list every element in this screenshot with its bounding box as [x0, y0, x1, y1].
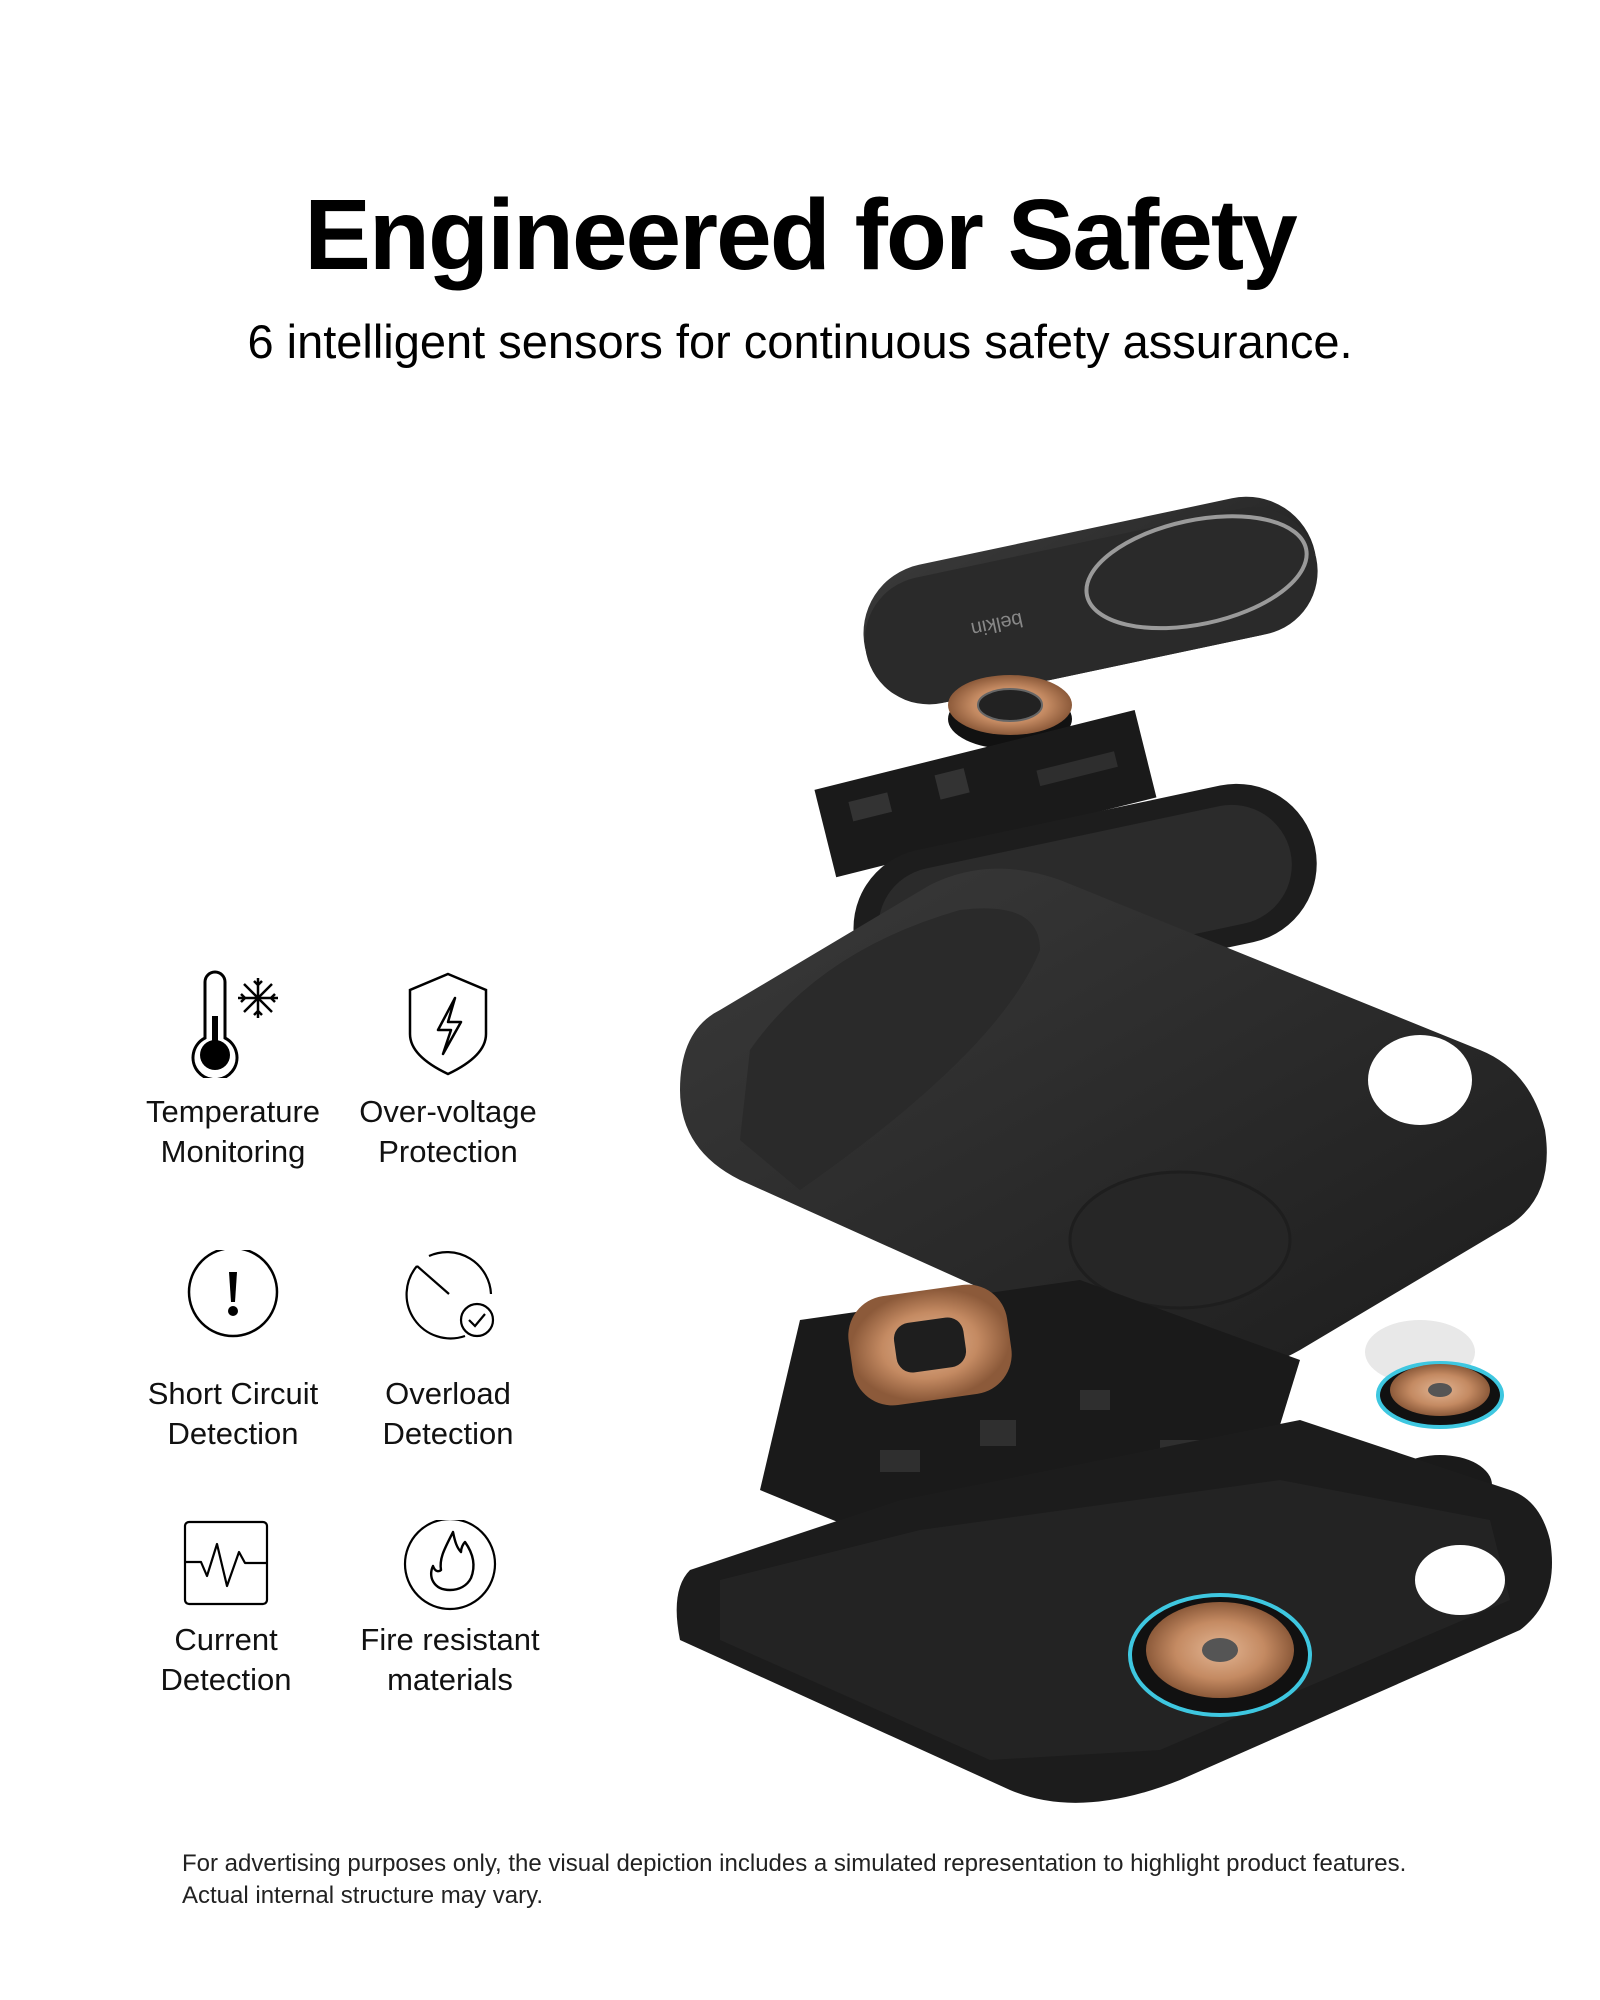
main-top-plate	[680, 868, 1547, 1376]
page-subtitle: 6 intelligent sensors for continuous saf…	[247, 315, 1353, 368]
waveform-box-icon	[183, 1520, 269, 1606]
shield-lightning-icon	[408, 972, 488, 1076]
disclaimer-text: For advertising purposes only, the visua…	[182, 1850, 1407, 1909]
top-cover: belkin	[863, 496, 1318, 705]
bottom-base	[676, 1420, 1552, 1803]
thermometer-snowflake-icon	[191, 970, 278, 1078]
exclamation-circle-icon	[187, 1250, 279, 1338]
gauge-check-icon	[405, 1251, 495, 1340]
top-pcb	[814, 710, 1157, 878]
exploded-product-illustration: belkin	[676, 496, 1552, 1803]
flame-circle-icon	[403, 1520, 497, 1611]
page-title: Engineered for Safety	[304, 179, 1298, 291]
